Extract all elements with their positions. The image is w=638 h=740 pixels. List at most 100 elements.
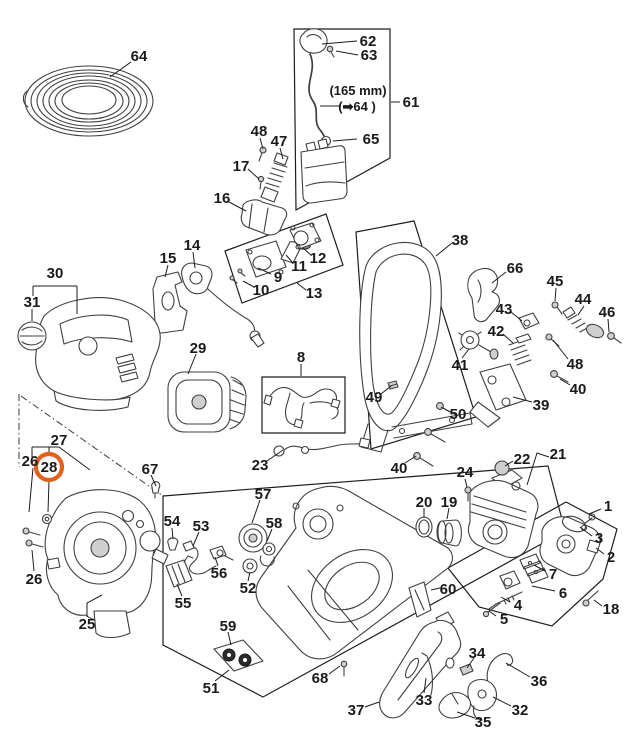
callout-6: 6 [559, 585, 567, 602]
part-screw-40-bottom [413, 452, 434, 467]
callout-39: 39 [533, 397, 550, 414]
part-lever-35 [438, 691, 472, 719]
assembly-boundary-line [20, 395, 164, 497]
leader-line [279, 147, 284, 160]
part-connector-56 [209, 545, 234, 561]
part-14 [181, 262, 213, 295]
leader-line [380, 385, 392, 395]
callout-42: 42 [488, 323, 505, 340]
part-clamp-43 [518, 312, 540, 330]
leader-line [47, 480, 50, 513]
part-screw-48-top [258, 146, 267, 162]
part-screw-40-right [550, 370, 569, 383]
part-bracket-2 [586, 539, 601, 554]
part-starter-grip [299, 28, 328, 54]
part-connector [249, 330, 265, 348]
leader-line [332, 138, 358, 142]
callout-24: 24 [457, 464, 474, 481]
leader-line [461, 348, 470, 359]
callout-35: 35 [475, 714, 492, 731]
part-bracket-15 [152, 271, 188, 334]
part-starter-rope [308, 53, 327, 140]
callout-36: 36 [531, 673, 548, 690]
callout-22: 22 [514, 451, 531, 468]
part-screw-68 [340, 660, 348, 677]
leader-line [257, 267, 272, 275]
part-bracket-16 [240, 199, 288, 236]
callout-33: 33 [416, 692, 433, 709]
leader-line [150, 474, 157, 487]
part-tank-housing-51 [255, 485, 454, 660]
callout-21: 21 [550, 446, 567, 463]
callout-18: 18 [603, 601, 620, 618]
leader-line [577, 305, 585, 316]
callout-5: 5 [500, 611, 508, 628]
leader-line [466, 657, 475, 669]
callout-61: 61 [403, 94, 420, 111]
callout-58: 58 [266, 515, 283, 532]
leader-line [579, 526, 593, 537]
callout-64: 64 [131, 48, 148, 65]
leader-line [176, 583, 183, 597]
leader-line [559, 378, 571, 386]
part-fan-housing-25 [44, 489, 169, 639]
callout-66: 66 [507, 260, 524, 277]
highlight-ring-part-28 [33, 451, 65, 483]
dimension-annotation: (➡64 ) [338, 99, 376, 114]
part-pump-6 [499, 570, 521, 590]
leader-line [364, 701, 380, 708]
leader-line [554, 287, 557, 302]
leader-line [446, 507, 450, 520]
callout-25: 25 [79, 616, 96, 633]
callout-19: 19 [441, 494, 458, 511]
leader-line [464, 478, 468, 488]
part-oring-34 [445, 657, 455, 669]
part-screw-63 [326, 45, 335, 58]
callout-43: 43 [496, 301, 513, 318]
callout-56: 56 [211, 565, 228, 582]
callout-14: 14 [184, 237, 201, 254]
part-handlebar [359, 241, 473, 453]
part-starter-rope-coil [22, 65, 154, 137]
leader-line [430, 587, 441, 591]
part-hose-23 [273, 437, 371, 457]
part-air-filter-29 [167, 371, 247, 433]
callout-13: 13 [306, 285, 323, 302]
leader-line [214, 669, 230, 682]
leader-line [28, 467, 34, 513]
callout-bracket [86, 594, 103, 617]
callout-32: 32 [512, 702, 529, 719]
leader-line [266, 528, 273, 542]
leader-line [502, 333, 514, 344]
callout-10: 10 [253, 282, 270, 299]
part-screw-18 [582, 590, 599, 607]
leader-line [328, 665, 341, 675]
leader-line [109, 61, 132, 78]
leader-line [552, 339, 569, 360]
callout-40: 40 [391, 460, 408, 477]
part-pin-34 [459, 663, 474, 676]
callout-46: 46 [599, 304, 616, 321]
callout-11: 11 [291, 258, 307, 275]
leader-line [491, 271, 507, 284]
leader-line [593, 599, 603, 607]
part-filter-55 [165, 555, 194, 588]
callout-60: 60 [440, 581, 457, 598]
part-washer-58 [259, 542, 276, 567]
leader-line [607, 318, 610, 333]
callout-12: 12 [310, 250, 327, 267]
callout-30: 30 [47, 265, 64, 282]
leader-line [259, 137, 264, 150]
part-screw-46 [607, 332, 622, 344]
part-needle-4 [488, 591, 523, 610]
callout-9: 9 [274, 269, 282, 286]
callout-bracket [31, 446, 91, 471]
leader-line [435, 242, 453, 257]
leader-line [510, 311, 523, 322]
leader-line [531, 585, 556, 592]
leader-line [335, 50, 359, 56]
callout-37: 37 [348, 702, 365, 719]
callout-62: 62 [360, 33, 377, 50]
callout-45: 45 [547, 273, 564, 290]
